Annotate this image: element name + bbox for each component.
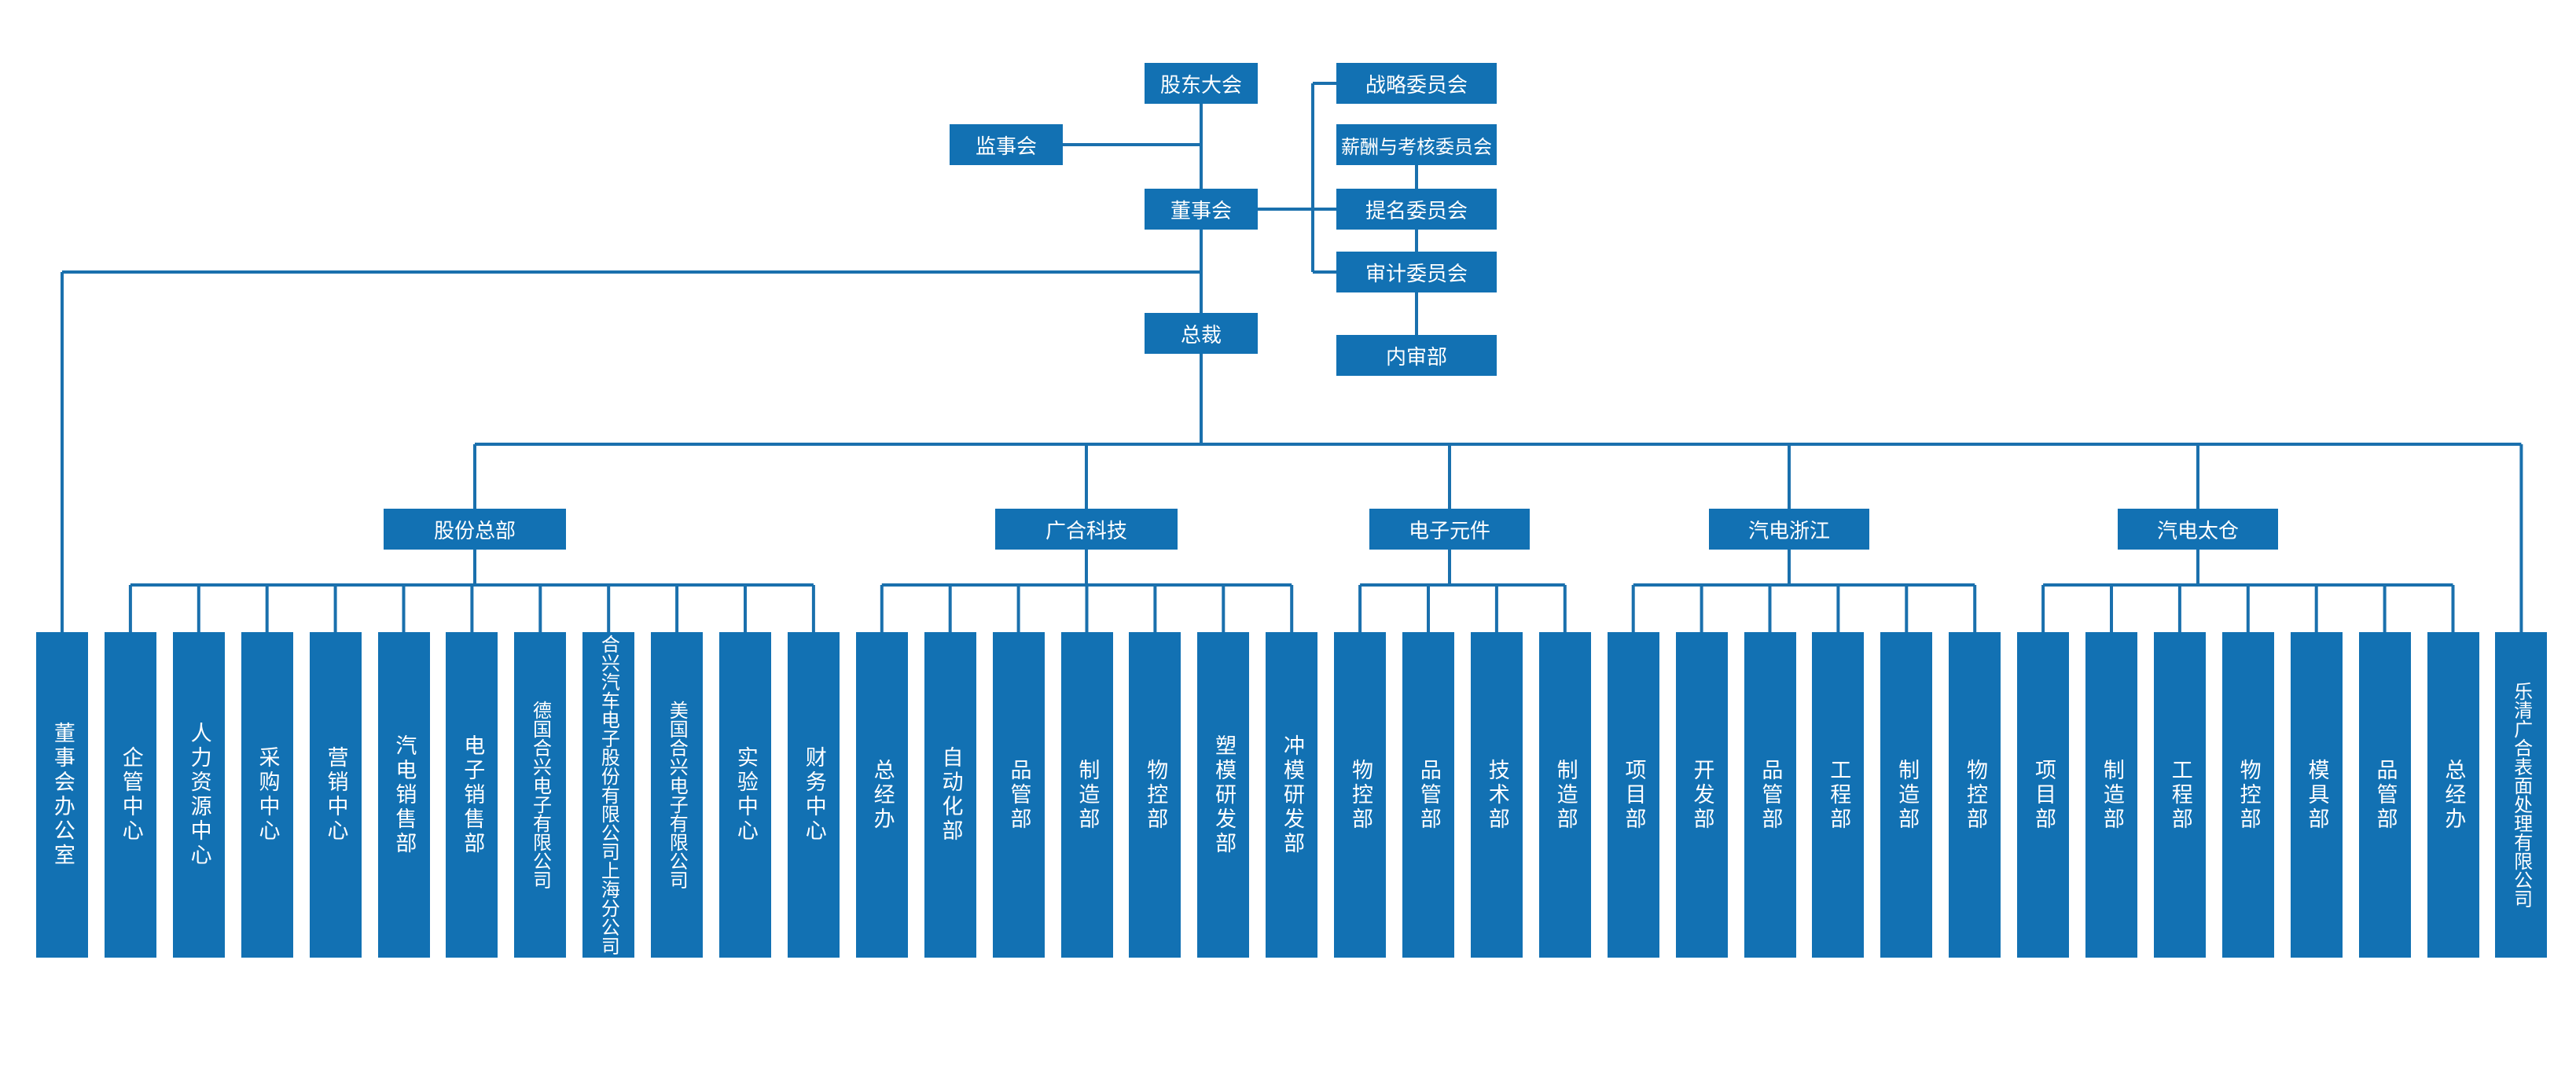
- department-box-taicang: 项目部: [2017, 632, 2070, 958]
- department-box-hq: 营销中心: [309, 632, 362, 958]
- department-box-zhejiang: 制造部: [1880, 632, 1933, 958]
- department-box-zhejiang: 项目部: [1607, 632, 1659, 958]
- nomination-committee-box: 提名委员会: [1336, 189, 1497, 230]
- supervisory-board-box: 监事会: [950, 124, 1063, 165]
- department-box-hq: 美国合兴电子有限公司: [651, 632, 704, 958]
- president-box: 总裁: [1145, 313, 1258, 354]
- department-box-taicang: 物控部: [2221, 632, 2274, 958]
- department-box-guanghe: 塑模研发部: [1197, 632, 1250, 958]
- department-box-guanghe: 制造部: [1060, 632, 1113, 958]
- department-box-electronic: 物控部: [1334, 632, 1387, 958]
- department-box-zhejiang: 开发部: [1675, 632, 1728, 958]
- department-box-hq: 实验中心: [719, 632, 771, 958]
- shareholders-meeting-box: 股东大会: [1145, 63, 1258, 104]
- leqing-company-box: 乐清广合表面处理有限公司: [2495, 632, 2548, 958]
- department-box-electronic: 品管部: [1402, 632, 1454, 958]
- department-box-hq: 电子销售部: [446, 632, 498, 958]
- department-box-taicang: 品管部: [2358, 632, 2411, 958]
- division-hq-box: 股份总部: [384, 509, 566, 550]
- department-box-hq: 采购中心: [241, 632, 293, 958]
- department-box-taicang: 总经办: [2427, 632, 2479, 958]
- department-box-guanghe: 总经办: [855, 632, 908, 958]
- board-of-directors-box: 董事会: [1145, 189, 1258, 230]
- department-box-electronic: 技术部: [1470, 632, 1523, 958]
- remuneration-committee-box: 薪酬与考核委员会: [1336, 124, 1497, 165]
- department-box-zhejiang: 品管部: [1744, 632, 1796, 958]
- internal-audit-box: 内审部: [1336, 335, 1497, 376]
- department-box-hq: 人力资源中心: [172, 632, 225, 958]
- department-box-hq: 汽电销售部: [377, 632, 430, 958]
- strategy-committee-box: 战略委员会: [1336, 63, 1497, 104]
- department-box-hq: 合兴汽车电子股份有限公司上海分公司: [582, 632, 635, 958]
- department-box-zhejiang: 物控部: [1949, 632, 2001, 958]
- department-box-hq: 企管中心: [104, 632, 156, 958]
- division-zhejiang-box: 汽电浙江: [1709, 509, 1869, 550]
- department-box-guanghe: 冲模研发部: [1266, 632, 1318, 958]
- department-box-guanghe: 自动化部: [924, 632, 976, 958]
- department-box-taicang: 制造部: [2085, 632, 2137, 958]
- department-box-electronic: 制造部: [1538, 632, 1591, 958]
- division-taicang-box: 汽电太仓: [2118, 509, 2278, 550]
- board-office-box: 董事会办公室: [36, 632, 88, 958]
- department-box-guanghe: 品管部: [992, 632, 1045, 958]
- audit-committee-box: 审计委员会: [1336, 252, 1497, 292]
- department-box-hq: 财务中心: [787, 632, 840, 958]
- department-box-taicang: 模具部: [2290, 632, 2343, 958]
- department-box-zhejiang: 工程部: [1812, 632, 1865, 958]
- department-box-taicang: 工程部: [2153, 632, 2206, 958]
- division-electronic-box: 电子元件: [1369, 509, 1530, 550]
- department-box-guanghe: 物控部: [1129, 632, 1181, 958]
- department-box-hq: 德国合兴电子有限公司: [514, 632, 567, 958]
- division-guanghe-box: 广合科技: [995, 509, 1178, 550]
